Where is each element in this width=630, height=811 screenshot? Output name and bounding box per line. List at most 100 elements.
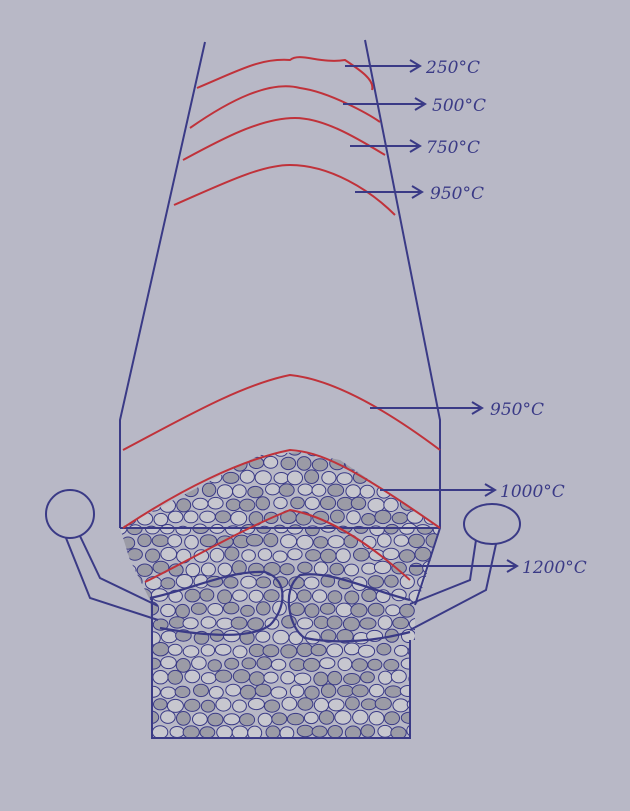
- pebble: [257, 602, 271, 615]
- pebble: [385, 712, 400, 725]
- pebble: [266, 484, 280, 495]
- pebble: [328, 591, 342, 604]
- pebble: [297, 457, 311, 471]
- pebble: [137, 564, 152, 576]
- pebble: [282, 697, 297, 710]
- pebble: [279, 484, 294, 496]
- pebble: [274, 473, 289, 484]
- pebble: [225, 547, 239, 560]
- pebble: [177, 499, 191, 512]
- pebble: [305, 497, 319, 509]
- pebble: [384, 659, 399, 670]
- pebble: [256, 631, 270, 642]
- pebble: [209, 687, 223, 699]
- label-1200: 1200°C: [522, 558, 587, 578]
- pebble: [369, 550, 384, 561]
- pebble: [327, 616, 342, 629]
- pebble: [336, 603, 352, 617]
- pebble: [314, 672, 328, 686]
- pebble: [338, 658, 352, 671]
- pebble: [360, 618, 376, 629]
- pebble: [233, 485, 247, 498]
- pebble: [297, 535, 313, 549]
- pebble: [298, 698, 313, 710]
- pebble: [344, 674, 360, 685]
- pebble: [192, 657, 207, 670]
- pebble: [264, 534, 278, 547]
- pebble: [393, 617, 409, 628]
- pebble: [233, 590, 248, 601]
- pebble: [167, 699, 183, 712]
- pebble: [208, 660, 221, 672]
- pebble: [201, 617, 216, 628]
- pebble: [400, 604, 415, 617]
- pebble: [240, 470, 254, 483]
- pebble: [291, 497, 305, 509]
- pebble: [264, 456, 278, 468]
- pebble: [280, 564, 294, 575]
- pebble: [201, 673, 216, 684]
- pebble: [168, 511, 183, 523]
- pebble: [161, 547, 177, 560]
- pebble: [177, 712, 191, 726]
- pebble: [247, 534, 263, 546]
- pebble: [201, 645, 214, 656]
- pebble: [273, 630, 289, 644]
- label-950-upper: 950°C: [430, 184, 484, 204]
- pebble: [305, 604, 319, 618]
- pebble: [352, 685, 368, 697]
- pebble: [202, 483, 215, 496]
- pebble: [377, 643, 391, 655]
- pebble: [191, 603, 206, 614]
- pebble: [266, 726, 280, 739]
- pebble: [298, 618, 313, 629]
- pebble: [395, 645, 409, 656]
- pebble: [353, 710, 368, 724]
- pebble: [264, 590, 279, 602]
- pebble: [321, 684, 335, 698]
- pebble: [233, 670, 249, 683]
- pebble: [255, 471, 271, 485]
- pebble: [161, 657, 177, 669]
- pebble: [368, 659, 382, 670]
- pebble: [218, 590, 232, 604]
- pebble: [249, 563, 264, 576]
- pebble: [322, 472, 336, 485]
- label-750: 750°C: [426, 138, 480, 158]
- pebble: [328, 484, 344, 496]
- pebble: [248, 486, 263, 497]
- pebble: [200, 535, 216, 547]
- pebble: [379, 671, 392, 684]
- pebble: [185, 670, 200, 683]
- pebble: [328, 536, 344, 548]
- pebble: [264, 700, 279, 712]
- pebble: [335, 711, 351, 725]
- pebble: [242, 550, 256, 562]
- pebble: [225, 658, 239, 669]
- pebble: [361, 725, 375, 737]
- pebble: [392, 513, 407, 524]
- pebble: [345, 564, 359, 576]
- pebble: [258, 713, 272, 726]
- pebble: [271, 687, 287, 698]
- pebble: [200, 511, 216, 522]
- pebble: [256, 497, 269, 510]
- pebble: [369, 712, 384, 725]
- pebble: [313, 590, 327, 602]
- pebble: [304, 658, 320, 671]
- pebble: [248, 698, 264, 709]
- pebble: [226, 499, 240, 511]
- pebble: [298, 484, 312, 495]
- pebble: [298, 562, 312, 573]
- pebble: [281, 645, 297, 658]
- pebble: [218, 563, 232, 576]
- pebble: [297, 590, 311, 602]
- pebble: [215, 644, 231, 655]
- label-1000: 1000°C: [500, 482, 565, 502]
- pebble: [264, 672, 278, 683]
- pebble: [336, 549, 350, 563]
- pebble: [361, 699, 376, 710]
- pebble: [306, 550, 321, 561]
- pebble: [240, 714, 255, 726]
